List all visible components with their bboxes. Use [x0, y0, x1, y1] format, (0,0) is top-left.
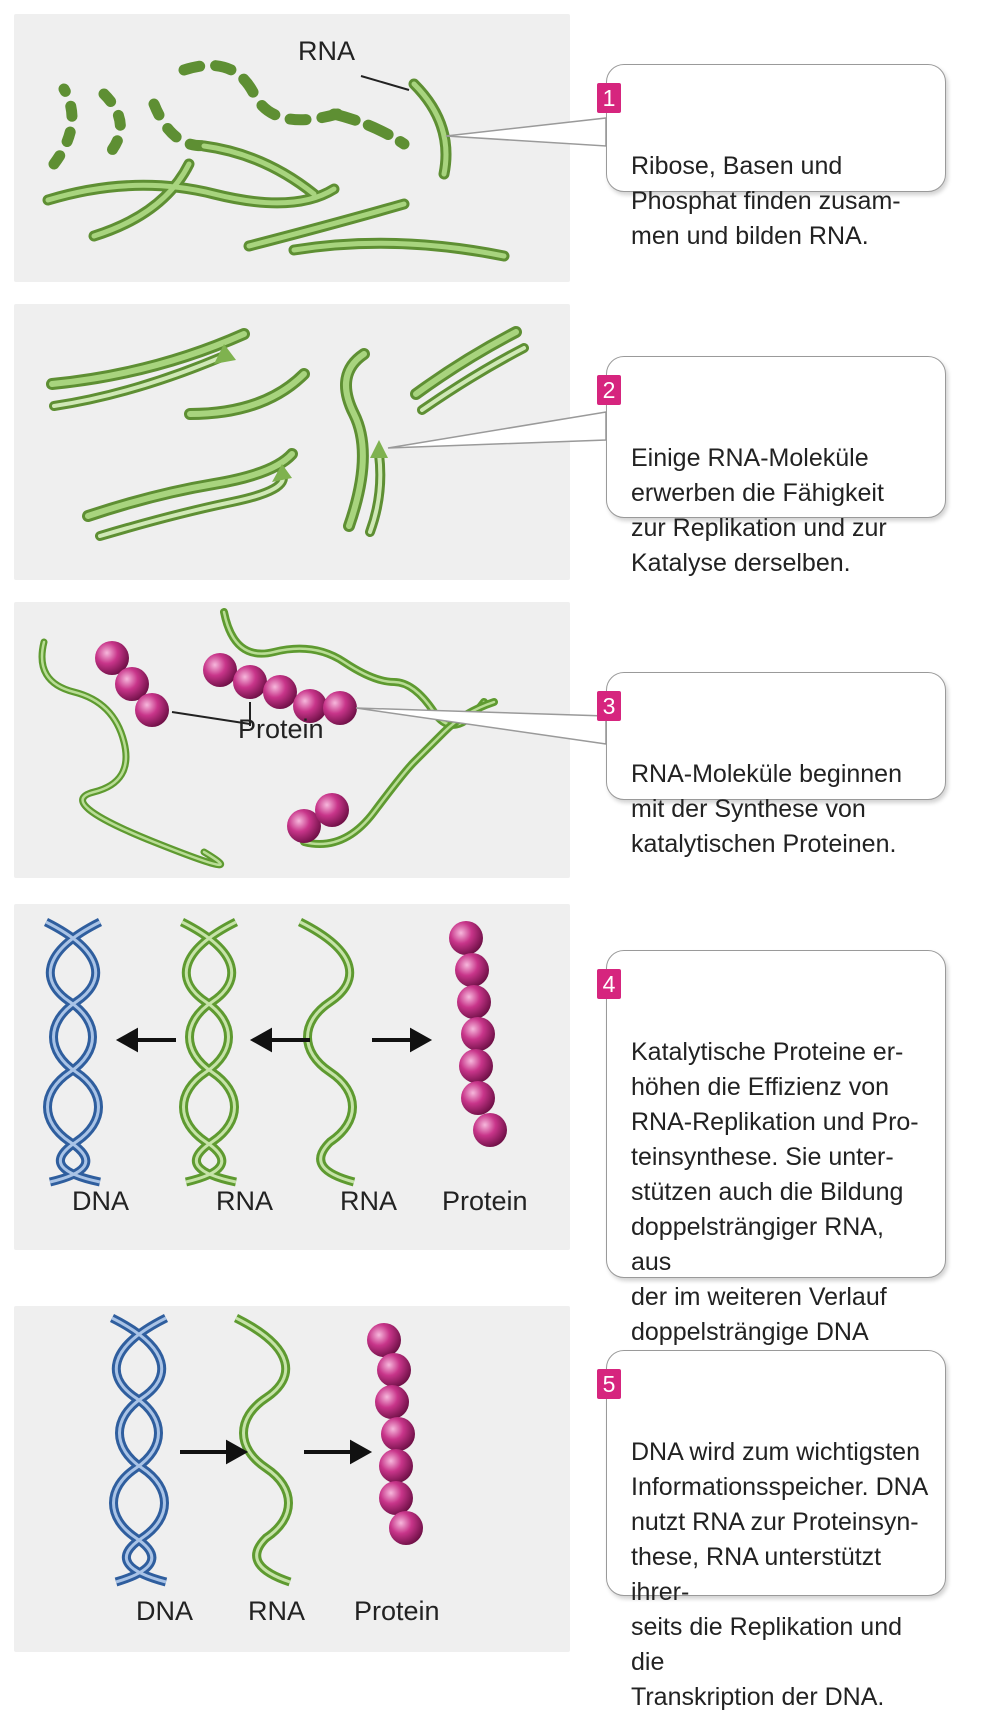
- rna-strand: [328, 108, 410, 150]
- protein-chain: [367, 1323, 423, 1545]
- protein-bead: [459, 1049, 493, 1083]
- callout-text: Einige RNA-Moleküle erwerben die Fähigke…: [631, 444, 887, 577]
- callout-text: RNA-Moleküle beginnen mit der Synthese v…: [631, 760, 902, 858]
- callout-step-5: 5 DNA wird zum wichtigsten Informationss…: [597, 1350, 946, 1711]
- dna-rna-protein-flow-illustration: [109, 1313, 423, 1587]
- replicating-rna-illustration: [46, 326, 529, 541]
- callout-step-2: 2 Einige RNA-Moleküle erwerben die Fähig…: [597, 356, 946, 577]
- panel-step-3: Protein: [14, 602, 570, 878]
- dna-label: DNA: [136, 1596, 194, 1626]
- callout-text: Ribose, Basen und Phosphat finden zusam-…: [631, 152, 901, 250]
- protein-bead: [233, 665, 267, 699]
- protein-label: Protein: [354, 1596, 440, 1626]
- rna-single-label: RNA: [340, 1186, 398, 1216]
- protein-label: Protein: [442, 1186, 528, 1216]
- protein-bead: [95, 641, 129, 675]
- rna-strand: [48, 83, 78, 170]
- rna-double-strand: [179, 917, 239, 1187]
- panel-step-5: DNA RNA Protein: [14, 1306, 570, 1652]
- rna-strand: [98, 88, 126, 160]
- protein-bead: [461, 1081, 495, 1115]
- arrows: [115, 1027, 433, 1053]
- rna-strand: [178, 59, 350, 126]
- protein-bead: [293, 689, 327, 723]
- step-badge: 5: [597, 1369, 621, 1399]
- protein-bead: [389, 1511, 423, 1545]
- protein-beads: [95, 641, 357, 843]
- protein-bead: [263, 675, 297, 709]
- panel-step-1: RNA: [14, 14, 570, 282]
- rna-label: RNA: [248, 1596, 306, 1626]
- protein-bead: [203, 653, 237, 687]
- panel-step-2: [14, 304, 570, 580]
- callout-step-3: 3 RNA-Moleküle beginnen mit der Synthese…: [597, 672, 946, 858]
- protein-chain: [449, 921, 507, 1147]
- callout-text: Katalytische Proteine er- höhen die Effi…: [631, 1038, 919, 1381]
- step-badge: 1: [597, 83, 621, 113]
- protein-bead: [367, 1323, 401, 1357]
- protein-bead: [457, 985, 491, 1019]
- rna-double-label: RNA: [216, 1186, 274, 1216]
- panel-step-4: DNA RNA RNA Protein: [14, 904, 570, 1250]
- protein-bead: [135, 693, 169, 727]
- arrows: [180, 1439, 373, 1465]
- dna-rna-protein-illustration: [43, 917, 507, 1187]
- dna-label: DNA: [72, 1186, 130, 1216]
- protein-bead: [287, 809, 321, 843]
- protein-bead: [315, 793, 349, 827]
- protein-bead: [379, 1481, 413, 1515]
- protein-bead: [449, 921, 483, 955]
- rna-strand: [198, 140, 320, 200]
- protein-bead: [323, 691, 357, 725]
- rna-label: RNA: [298, 36, 356, 66]
- rna-strand: [88, 158, 195, 242]
- dna-double-helix: [43, 917, 103, 1187]
- step-badge: 3: [597, 691, 621, 721]
- step-badge: 4: [597, 969, 621, 999]
- protein-bead: [379, 1449, 413, 1483]
- rna-single-strand: [297, 917, 357, 1187]
- protein-bead: [375, 1385, 409, 1419]
- rna-protein-synthesis-illustration: [38, 608, 498, 869]
- rna-strands-illustration: [42, 59, 510, 262]
- protein-bead: [115, 667, 149, 701]
- rna-strand: [148, 98, 220, 152]
- protein-bead: [381, 1417, 415, 1451]
- step-badge: 2: [597, 375, 621, 405]
- dna-double-helix: [109, 1313, 169, 1587]
- protein-bead: [377, 1353, 411, 1387]
- callout-step-1: 1 Ribose, Basen und Phosphat finden zusa…: [597, 64, 946, 250]
- protein-bead: [461, 1017, 495, 1051]
- rna-single-strand: [233, 1313, 293, 1587]
- callout-text: DNA wird zum wichtigsten Informationsspe…: [631, 1438, 929, 1711]
- protein-bead: [473, 1113, 507, 1147]
- protein-label: Protein: [238, 714, 324, 744]
- callout-step-4: 4 Katalytische Proteine er- höhen die Ef…: [597, 950, 946, 1381]
- protein-bead: [455, 953, 489, 987]
